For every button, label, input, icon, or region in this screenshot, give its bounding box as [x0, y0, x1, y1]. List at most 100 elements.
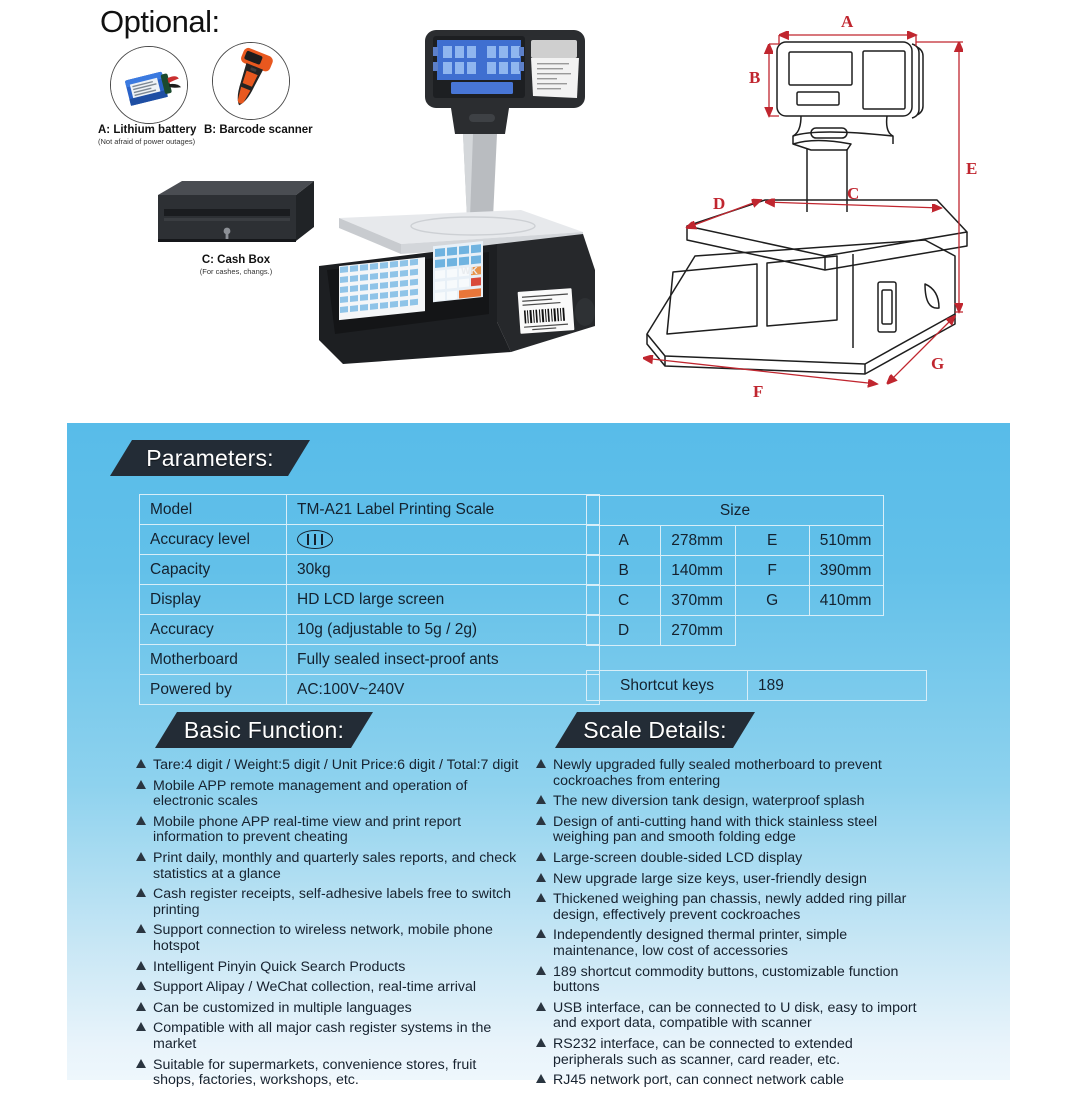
- size-value: 140mm: [660, 555, 736, 586]
- scale-details-list: Newly upgraded fully sealed motherboard …: [536, 757, 924, 1094]
- dimension-label-A: A: [841, 12, 854, 31]
- barcode-scanner-icon: [212, 42, 290, 120]
- param-value: TM-A21 Label Printing Scale: [286, 494, 600, 525]
- table-row: B 140mm F 390mm: [585, 555, 885, 586]
- list-item-text: Independently designed thermal printer, …: [553, 927, 848, 959]
- dimension-label-E: E: [966, 159, 978, 178]
- list-item: Newly upgraded fully sealed motherboard …: [536, 757, 924, 789]
- table-row: Accuracy level: [139, 524, 600, 555]
- triangle-bullet-icon: [536, 795, 546, 805]
- list-item-text: Print daily, monthly and quarterly sales…: [153, 849, 517, 882]
- size-empty-cell: [735, 616, 809, 646]
- parameters-table: Model TM-A21 Label Printing Scale Accura…: [139, 494, 600, 705]
- scale-details-title: Scale Details:: [583, 716, 727, 743]
- param-key: Model: [139, 494, 287, 525]
- param-key: Motherboard: [139, 644, 287, 675]
- list-item: The new diversion tank design, waterproo…: [536, 793, 924, 810]
- list-item: Support Alipay / WeChat collection, real…: [136, 979, 521, 996]
- technical-dimension-drawing: A B C D E F G: [625, 4, 1075, 404]
- param-value: Fully sealed insect-proof ants: [286, 644, 600, 675]
- shortcut-keys-label: Shortcut keys: [586, 670, 748, 701]
- list-item-text: Intelligent Pinyin Quick Search Products: [153, 958, 406, 975]
- triangle-bullet-icon: [136, 960, 146, 970]
- size-value: 270mm: [660, 615, 736, 646]
- list-item-text: Design of anti-cutting hand with thick s…: [553, 813, 878, 846]
- list-item: Suitable for supermarkets, convenience s…: [136, 1056, 521, 1089]
- triangle-bullet-icon: [536, 965, 546, 975]
- table-row: A 278mm E 510mm: [585, 525, 885, 556]
- triangle-bullet-icon: [536, 1074, 546, 1084]
- list-item-text: Suitable for supermarkets, convenience s…: [153, 1056, 477, 1089]
- list-item: Support connection to wireless network, …: [136, 923, 521, 954]
- list-item-text: USB interface, can be connected to U dis…: [553, 999, 917, 1032]
- list-item-text: RJ45 network port, can connect network c…: [553, 1072, 844, 1089]
- table-row: Model TM-A21 Label Printing Scale: [139, 494, 600, 525]
- list-item-text: Large-screen double-sided LCD display: [553, 849, 803, 866]
- list-item: Cash register receipts, self-adhesive la…: [136, 886, 521, 918]
- size-letter: B: [585, 555, 662, 586]
- list-item: Large-screen double-sided LCD display: [536, 849, 924, 867]
- list-item: Can be customized in multiple languages: [136, 999, 521, 1017]
- dimension-label-D: D: [713, 194, 726, 213]
- list-item: RS232 interface, can be connected to ext…: [536, 1035, 924, 1068]
- size-value: 510mm: [808, 525, 885, 556]
- product-photo: WK: [283, 22, 623, 372]
- size-table: Size A 278mm E 510mm B 140mm F 390mm C 3…: [585, 495, 885, 646]
- list-item-text: Compatible with all major cash register …: [153, 1020, 492, 1052]
- param-key: Capacity: [139, 554, 287, 585]
- table-row: Shortcut keys 189: [586, 670, 927, 701]
- size-letter: E: [734, 525, 810, 556]
- top-product-section: Optional:: [0, 0, 1080, 423]
- triangle-bullet-icon: [136, 1022, 146, 1032]
- table-row: Motherboard Fully sealed insect-proof an…: [139, 644, 600, 675]
- triangle-bullet-icon: [536, 893, 546, 903]
- triangle-bullet-icon: [136, 759, 146, 768]
- optional-title: Optional:: [100, 4, 220, 39]
- table-row: C 370mm G 410mm: [585, 585, 885, 616]
- triangle-bullet-icon: [136, 1001, 146, 1011]
- list-item: RJ45 network port, can connect network c…: [536, 1072, 924, 1089]
- list-item: Independently designed thermal printer, …: [536, 928, 924, 959]
- triangle-bullet-icon: [136, 1058, 146, 1068]
- list-item-text: The new diversion tank design, waterproo…: [553, 793, 865, 810]
- list-item: New upgrade large size keys, user-friend…: [536, 871, 924, 888]
- triangle-bullet-icon: [536, 872, 546, 882]
- list-item-text: Thickened weighing pan chassis, newly ad…: [553, 891, 907, 923]
- triangle-bullet-icon: [136, 779, 146, 789]
- triangle-bullet-icon: [136, 851, 146, 861]
- triangle-bullet-icon: [536, 1037, 546, 1047]
- triangle-bullet-icon: [136, 815, 146, 825]
- table-row: Capacity 30kg: [139, 554, 600, 585]
- optional-accessories-block: Optional:: [98, 4, 330, 276]
- list-item-text: Mobile APP remote management and operati…: [153, 777, 468, 810]
- table-row: D 270mm: [585, 615, 884, 646]
- cash-box-icon: [144, 169, 324, 259]
- list-item-text: RS232 interface, can be connected to ext…: [553, 1035, 853, 1068]
- list-item: 189 shortcut commodity buttons, customiz…: [536, 963, 924, 996]
- list-item-text: Can be customized in multiple languages: [153, 999, 412, 1016]
- size-value: 370mm: [660, 585, 736, 616]
- size-letter: C: [585, 585, 662, 616]
- list-item-text: 189 shortcut commodity buttons, customiz…: [553, 963, 899, 996]
- size-letter: G: [734, 585, 810, 616]
- accessory-a-note: (Not afraid of power outages): [98, 137, 196, 146]
- triangle-bullet-icon: [536, 929, 546, 939]
- oiml-class-3-icon: [297, 530, 333, 549]
- param-value: 30kg: [286, 554, 600, 585]
- basic-function-title: Basic Function:: [183, 716, 345, 743]
- triangle-bullet-icon: [136, 924, 146, 934]
- accessory-photo-row: [108, 42, 333, 124]
- accessory-c-note: (For cashes, changs.): [199, 267, 273, 276]
- parameters-section-banner: Parameters:: [110, 440, 310, 476]
- basic-function-list: Tare:4 digit / Weight:5 digit / Unit Pri…: [136, 757, 521, 1094]
- shortcut-keys-value: 189: [747, 670, 927, 701]
- list-item: Mobile APP remote management and operati…: [136, 777, 521, 810]
- list-item-text: Support Alipay / WeChat collection, real…: [153, 979, 477, 996]
- list-item-text: Mobile phone APP real-time view and prin…: [153, 813, 462, 846]
- param-value: AC:100V~240V: [286, 674, 600, 705]
- accessory-c-label: C: Cash Box: [201, 254, 271, 266]
- list-item-text: Newly upgraded fully sealed motherboard …: [553, 757, 882, 789]
- basic-function-section-banner: Basic Function:: [155, 712, 373, 748]
- parameters-title: Parameters:: [146, 444, 274, 471]
- list-item: USB interface, can be connected to U dis…: [536, 999, 924, 1032]
